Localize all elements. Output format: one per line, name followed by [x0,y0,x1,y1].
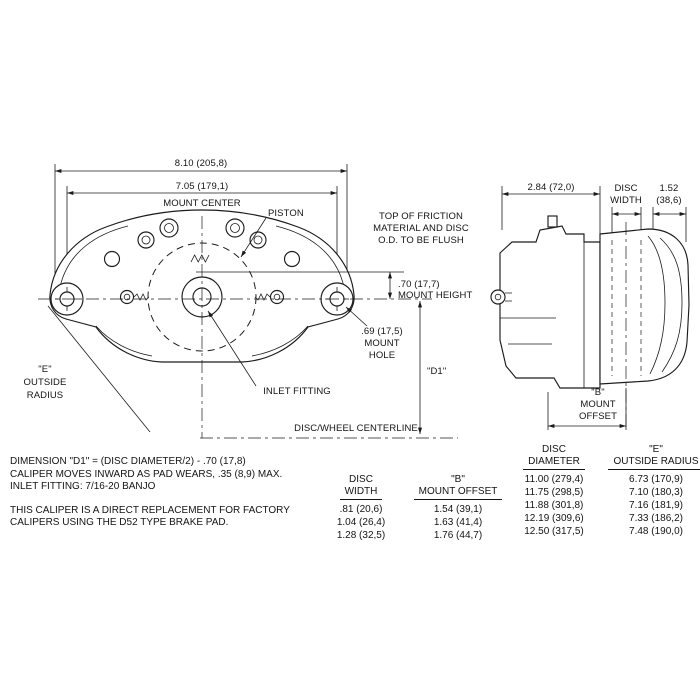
table-cell: 12.50 (317,5) [524,526,584,537]
outside-radius-label3: RADIUS [27,390,64,401]
side-body-outline [499,225,601,389]
mount-offset-label1: "B" [591,387,604,398]
width-offset-table: DISC WIDTH "B" MOUNT OFFSET .81 (20,6) 1… [320,474,506,542]
mount-offset-label2: MOUNT [580,399,615,410]
width-offset-col1-header: DISC WIDTH [320,474,402,500]
diameter-radius-col2-header: "E" OUTSIDE RADIUS [608,444,700,470]
table-cell: 1.04 (26,4) [336,517,386,528]
table-cell: 12.19 (309,6) [524,513,584,524]
logo-mark [190,254,210,263]
table-cell: 7.48 (190,0) [629,526,683,537]
notes-block: DIMENSION "D1" = (DISC DIAMETER/2) - .70… [10,456,290,530]
mount-offset-label3: OFFSET [579,411,617,422]
mount-center-value: 7.05 (179,1) [176,181,228,192]
notes-spacer [10,494,290,505]
width-offset-col2-header: "B" MOUNT OFFSET [410,474,506,500]
body-width-value: 2.84 (72,0) [527,182,574,193]
overall-width-label: 8.10 (205,8) [175,158,227,169]
outside-radius-label2: OUTSIDE [24,377,67,388]
note-line: INLET FITTING: 7/16-20 BANJO [10,481,156,492]
body-inner-contour [59,225,129,288]
mount-height-value: .70 (17,7) [398,279,440,290]
table-cell: 1.28 (32,5) [336,530,386,541]
table-cell: 11.88 (301,8) [524,500,584,511]
lobe-inner-contour [659,237,683,373]
top-holes [103,218,301,268]
mount-hole-value: .69 (17,5) [361,326,403,337]
caliper-body-outline [49,209,355,363]
disc-width-label1: DISC [614,183,637,194]
inlet-fitting-label: INLET FITTING [263,386,331,397]
banjo-inlet-fitting [490,289,512,305]
table-cell: 11.00 (279,4) [524,474,584,485]
note-line: THIS CALIPER IS A DIRECT REPLACEMENT FOR… [10,504,290,516]
mount-offset-extension-lines [547,388,627,430]
side-body-details [500,234,585,388]
table-cell: 6.73 (170,9) [629,474,683,485]
piston-leader-line [240,217,267,258]
body-inner-contour [95,325,153,357]
pad-retainer-right [254,289,285,305]
side-outboard-lobe [599,228,690,385]
table-cell: 7.16 (181,9) [629,500,683,511]
mount-hole-label1: MOUNT [364,338,399,349]
mount-hole-label2: HOLE [369,350,395,361]
note-line: CALIPERS USING THE D52 TYPE BRAKE PAD. [10,517,229,528]
mount-center-label: MOUNT CENTER [163,198,241,209]
d1-label: "D1" [427,366,446,377]
table-cell: 1.54 (39,1) [433,504,483,515]
side-view: 2.84 (72,0) DISC WIDTH 1.52 (38,6) [490,182,690,430]
body-inner-contour [275,225,345,288]
outboard-width-value1: 1.52 [660,183,679,194]
note-line: DIMENSION "D1" = (DISC DIAMETER/2) - .70… [10,456,246,467]
piston-label: PISTON [268,208,304,219]
table-cell: 1.76 (44,7) [433,530,483,541]
outside-radius-label1: "E" [38,364,51,375]
inlet-fitting-leader [207,310,257,387]
table-cell: 1.63 (41,4) [433,517,483,528]
friction-note-line1: TOP OF FRICTION [379,211,463,222]
friction-note-line3: O.D. TO BE FLUSH [378,235,464,246]
mount-hole-leader-line [345,306,368,327]
outside-radius-leader [47,305,151,433]
table-cell: 11.75 (298,5) [524,487,584,498]
mount-height-label: MOUNT HEIGHT [398,290,472,301]
diameter-radius-col1-header: DISC DIAMETER [508,444,600,470]
lobe-inner-contour [647,235,666,375]
friction-note-line2: MATERIAL AND DISC [373,223,469,234]
front-view: 8.10 (205,8) 7.05 (179,1) MOUNT CENTER [24,158,472,439]
table-cell: 7.33 (186,2) [629,513,683,524]
bleed-screw [547,215,558,228]
table-cell: .81 (20,6) [339,504,383,515]
note-line: CALIPER MOVES INWARD AS PAD WEARS, .35 (… [10,468,283,480]
outboard-width-value2: (38,6) [656,195,681,206]
pad-retainer-left [119,289,150,305]
disc-slot-hidden-lines [611,240,642,376]
disc-width-label2: WIDTH [610,195,642,206]
diameter-radius-table: DISC DIAMETER "E" OUTSIDE RADIUS 11.00 (… [508,444,700,538]
caliper-drawing-canvas: 8.10 (205,8) 7.05 (179,1) MOUNT CENTER [24,158,690,439]
body-inner-contour [251,325,309,357]
disc-wheel-centerline-label: DISC/WHEEL CENTERLINE [294,423,418,434]
table-cell: 7.10 (180,3) [629,487,683,498]
